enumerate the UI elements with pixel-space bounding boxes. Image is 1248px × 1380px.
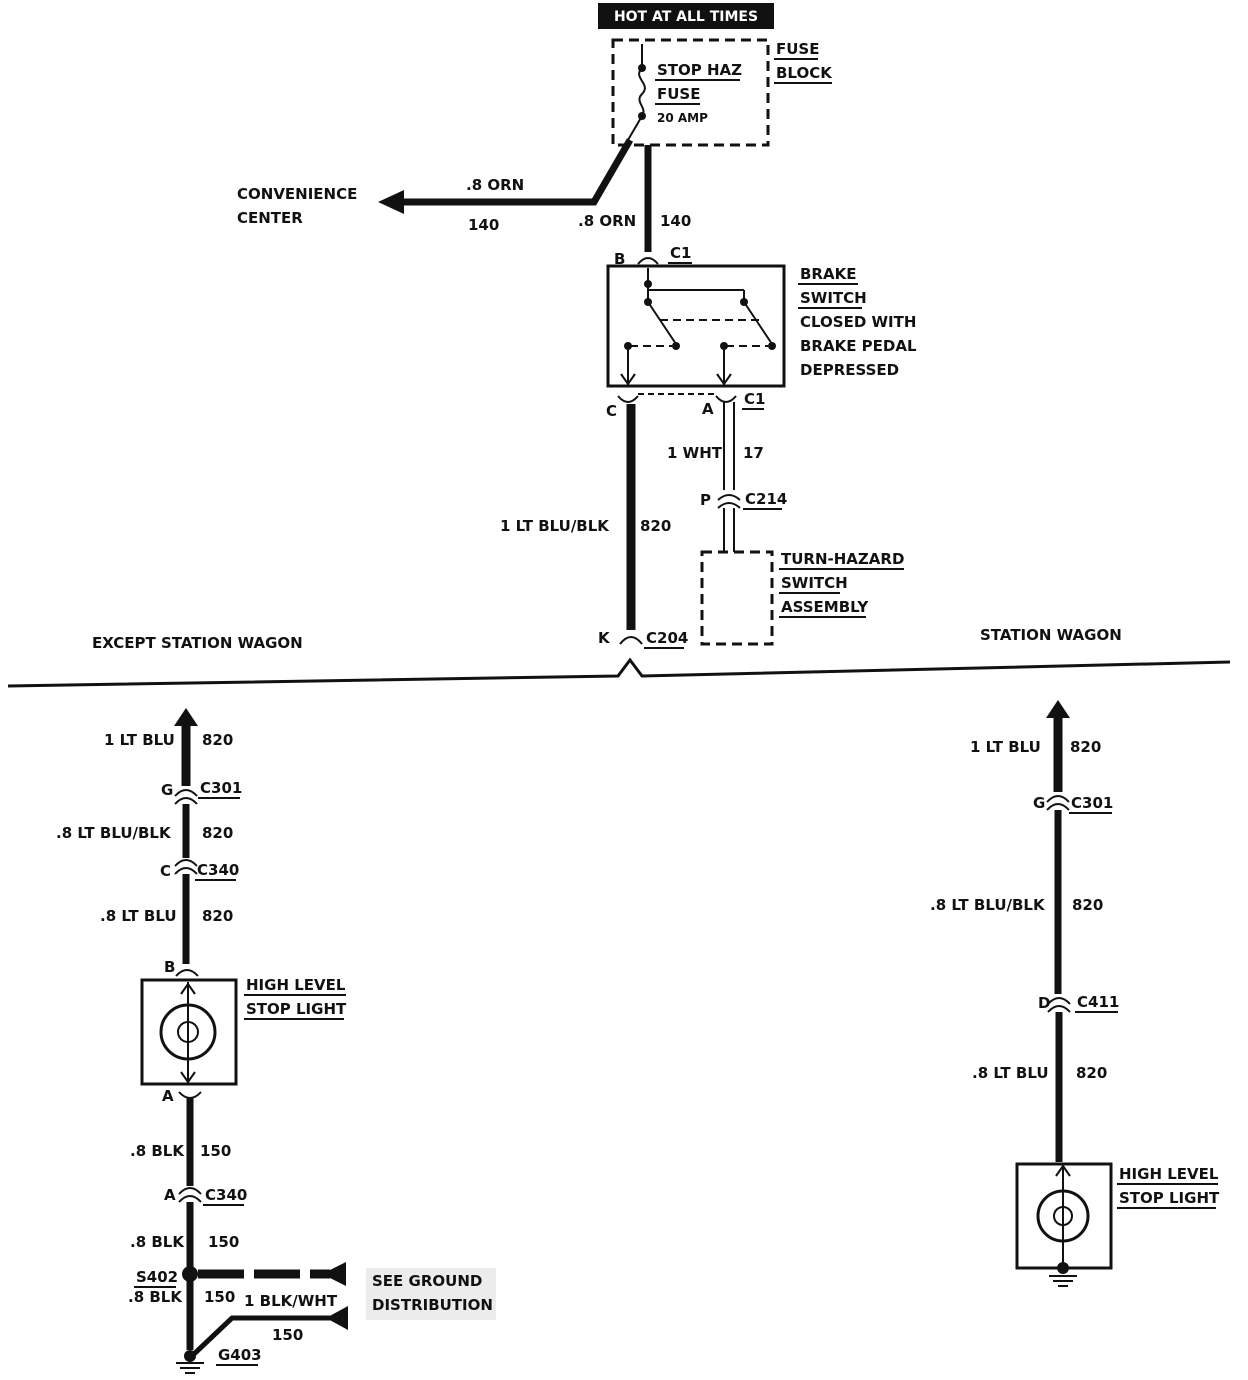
left-w2-circuit: 820 xyxy=(202,824,233,842)
wire-17: 1 WHT 17 P C214 xyxy=(667,402,787,552)
right-w2-circuit: 820 xyxy=(1072,896,1103,914)
right-c411-pin: D xyxy=(1038,994,1050,1012)
right-ground-icon xyxy=(1049,1262,1077,1287)
left-w7-gauge: 1 BLK/WHT xyxy=(244,1292,338,1310)
left-w3-circuit: 820 xyxy=(202,907,233,925)
brake-switch-connector-top: C1 xyxy=(670,244,691,262)
hot-at-all-times-label: HOT AT ALL TIMES xyxy=(614,9,758,25)
left-w4-gauge: .8 BLK xyxy=(130,1142,185,1160)
turn-hazard-line1: TURN-HAZARD xyxy=(781,550,904,568)
left-c340a-connector: C340 xyxy=(197,861,239,879)
brake-switch-label-line2: SWITCH xyxy=(800,289,867,307)
right-c301-connector: C301 xyxy=(1071,794,1113,812)
left-w1-circuit: 820 xyxy=(202,731,233,749)
brake-switch-label-line3: CLOSED WITH xyxy=(800,313,916,331)
left-w2-gauge: .8 LT BLU/BLK xyxy=(56,824,172,842)
left-high-level-stop-light: HIGH LEVEL STOP LIGHT xyxy=(140,976,347,1086)
left-c340a-pin: C xyxy=(160,862,171,880)
convenience-center-line2: CENTER xyxy=(237,209,303,227)
wire-820-main-circuit: 820 xyxy=(640,517,671,535)
left-ground-wiring: A .8 BLK 150 A C340 .8 BLK 150 S402 .8 B… xyxy=(128,1087,496,1374)
brake-switch-connector-c1-bottom: C A C1 xyxy=(606,390,765,420)
left-lamp-line2: STOP LIGHT xyxy=(246,1000,347,1018)
right-w1-circuit: 820 xyxy=(1070,738,1101,756)
brake-switch-label-line5: DEPRESSED xyxy=(800,361,899,379)
left-ground-icon xyxy=(176,1350,204,1374)
fuse-name-line2: FUSE xyxy=(657,85,700,103)
turn-hazard-line2: SWITCH xyxy=(781,574,848,592)
turn-hazard-switch-assembly: TURN-HAZARD SWITCH ASSEMBLY xyxy=(700,550,904,646)
left-lamp-pin-bottom: A xyxy=(162,1087,174,1105)
left-w6-gauge: .8 BLK xyxy=(128,1288,183,1306)
right-lamp-line1: HIGH LEVEL xyxy=(1119,1165,1219,1183)
wire-820-main-gauge: 1 LT BLU/BLK xyxy=(500,517,610,535)
fuse-block-title-line1: FUSE xyxy=(776,40,819,58)
fuse-block: STOP HAZ FUSE 20 AMP FUSE BLOCK xyxy=(611,38,833,147)
right-w2-gauge: .8 LT BLU/BLK xyxy=(930,896,1046,914)
right-c301-pin: G xyxy=(1033,794,1045,812)
right-w1-gauge: 1 LT BLU xyxy=(970,738,1041,756)
c214-connector: C214 xyxy=(745,490,787,508)
right-w3-gauge: .8 LT BLU xyxy=(972,1064,1049,1082)
left-w1-gauge: 1 LT BLU xyxy=(104,731,175,749)
left-w3-gauge: .8 LT BLU xyxy=(100,907,177,925)
right-high-level-stop-light: HIGH LEVEL STOP LIGHT xyxy=(1015,1162,1220,1287)
brake-switch-connector-bottom: C1 xyxy=(744,390,765,408)
convenience-center-wire: CONVENIENCE CENTER .8 ORN 140 xyxy=(237,138,634,234)
convenience-center-line1: CONVENIENCE xyxy=(237,185,357,203)
left-wiring: 1 LT BLU 820 G C301 .8 LT BLU/BLK 820 C … xyxy=(56,708,242,977)
left-w5-gauge: .8 BLK xyxy=(130,1233,185,1251)
brake-switch: B C1 BRAKE SWITCH CLOSED WITH BRAKE PEDA… xyxy=(606,244,917,388)
feed-wire-gauge: .8 ORN xyxy=(578,212,636,230)
left-c301-connector: C301 xyxy=(200,779,242,797)
c214-pin: P xyxy=(700,491,711,509)
see-ground-line1: SEE GROUND xyxy=(372,1272,482,1290)
left-c301-pin: G xyxy=(161,781,173,799)
left-lamp-line1: HIGH LEVEL xyxy=(246,976,346,994)
c204-connector: C204 xyxy=(646,629,688,647)
left-splice-label: S402 xyxy=(136,1268,178,1286)
fuse-rating: 20 AMP xyxy=(657,111,708,125)
right-wiring: 1 LT BLU 820 G C301 .8 LT BLU/BLK 820 D … xyxy=(930,700,1119,1162)
convenience-wire-gauge: .8 ORN xyxy=(466,176,524,194)
left-w4-circuit: 150 xyxy=(200,1142,231,1160)
wire-17-circuit: 17 xyxy=(743,444,764,462)
fuse-name-line1: STOP HAZ xyxy=(657,61,742,79)
convenience-wire-circuit: 140 xyxy=(468,216,499,234)
wire-17-gauge: 1 WHT xyxy=(667,444,723,462)
c204-pin: K xyxy=(598,629,611,647)
right-w3-circuit: 820 xyxy=(1076,1064,1107,1082)
left-lamp-pin-top: B xyxy=(164,958,175,976)
left-w7-circuit: 150 xyxy=(272,1326,303,1344)
left-w6-circuit: 150 xyxy=(204,1288,235,1306)
see-ground-line2: DISTRIBUTION xyxy=(372,1296,493,1314)
section-divider: EXCEPT STATION WAGON STATION WAGON xyxy=(7,626,1231,688)
fuse-block-title-line2: BLOCK xyxy=(776,64,833,82)
wire-820-main: 1 LT BLU/BLK 820 K C204 xyxy=(500,404,688,649)
brake-switch-pin-b: B xyxy=(614,250,625,268)
left-c340b-pin: A xyxy=(164,1186,176,1204)
feed-wire-circuit: 140 xyxy=(660,212,691,230)
right-lamp-line2: STOP LIGHT xyxy=(1119,1189,1220,1207)
section-label-right: STATION WAGON xyxy=(980,626,1122,644)
brake-switch-label-line1: BRAKE xyxy=(800,265,856,283)
left-w5-circuit: 150 xyxy=(208,1233,239,1251)
turn-hazard-line3: ASSEMBLY xyxy=(781,598,869,616)
section-label-left: EXCEPT STATION WAGON xyxy=(92,634,303,652)
hot-at-all-times-banner: HOT AT ALL TIMES xyxy=(598,3,774,29)
brake-switch-pin-a: A xyxy=(702,400,714,418)
brake-switch-pin-c: C xyxy=(606,402,617,420)
feed-wire-140: .8 ORN 140 xyxy=(578,145,691,252)
brake-switch-label-line4: BRAKE PEDAL xyxy=(800,337,917,355)
right-c411-connector: C411 xyxy=(1077,993,1119,1011)
left-ground-label: G403 xyxy=(218,1346,262,1364)
left-c340b-connector: C340 xyxy=(205,1186,247,1204)
